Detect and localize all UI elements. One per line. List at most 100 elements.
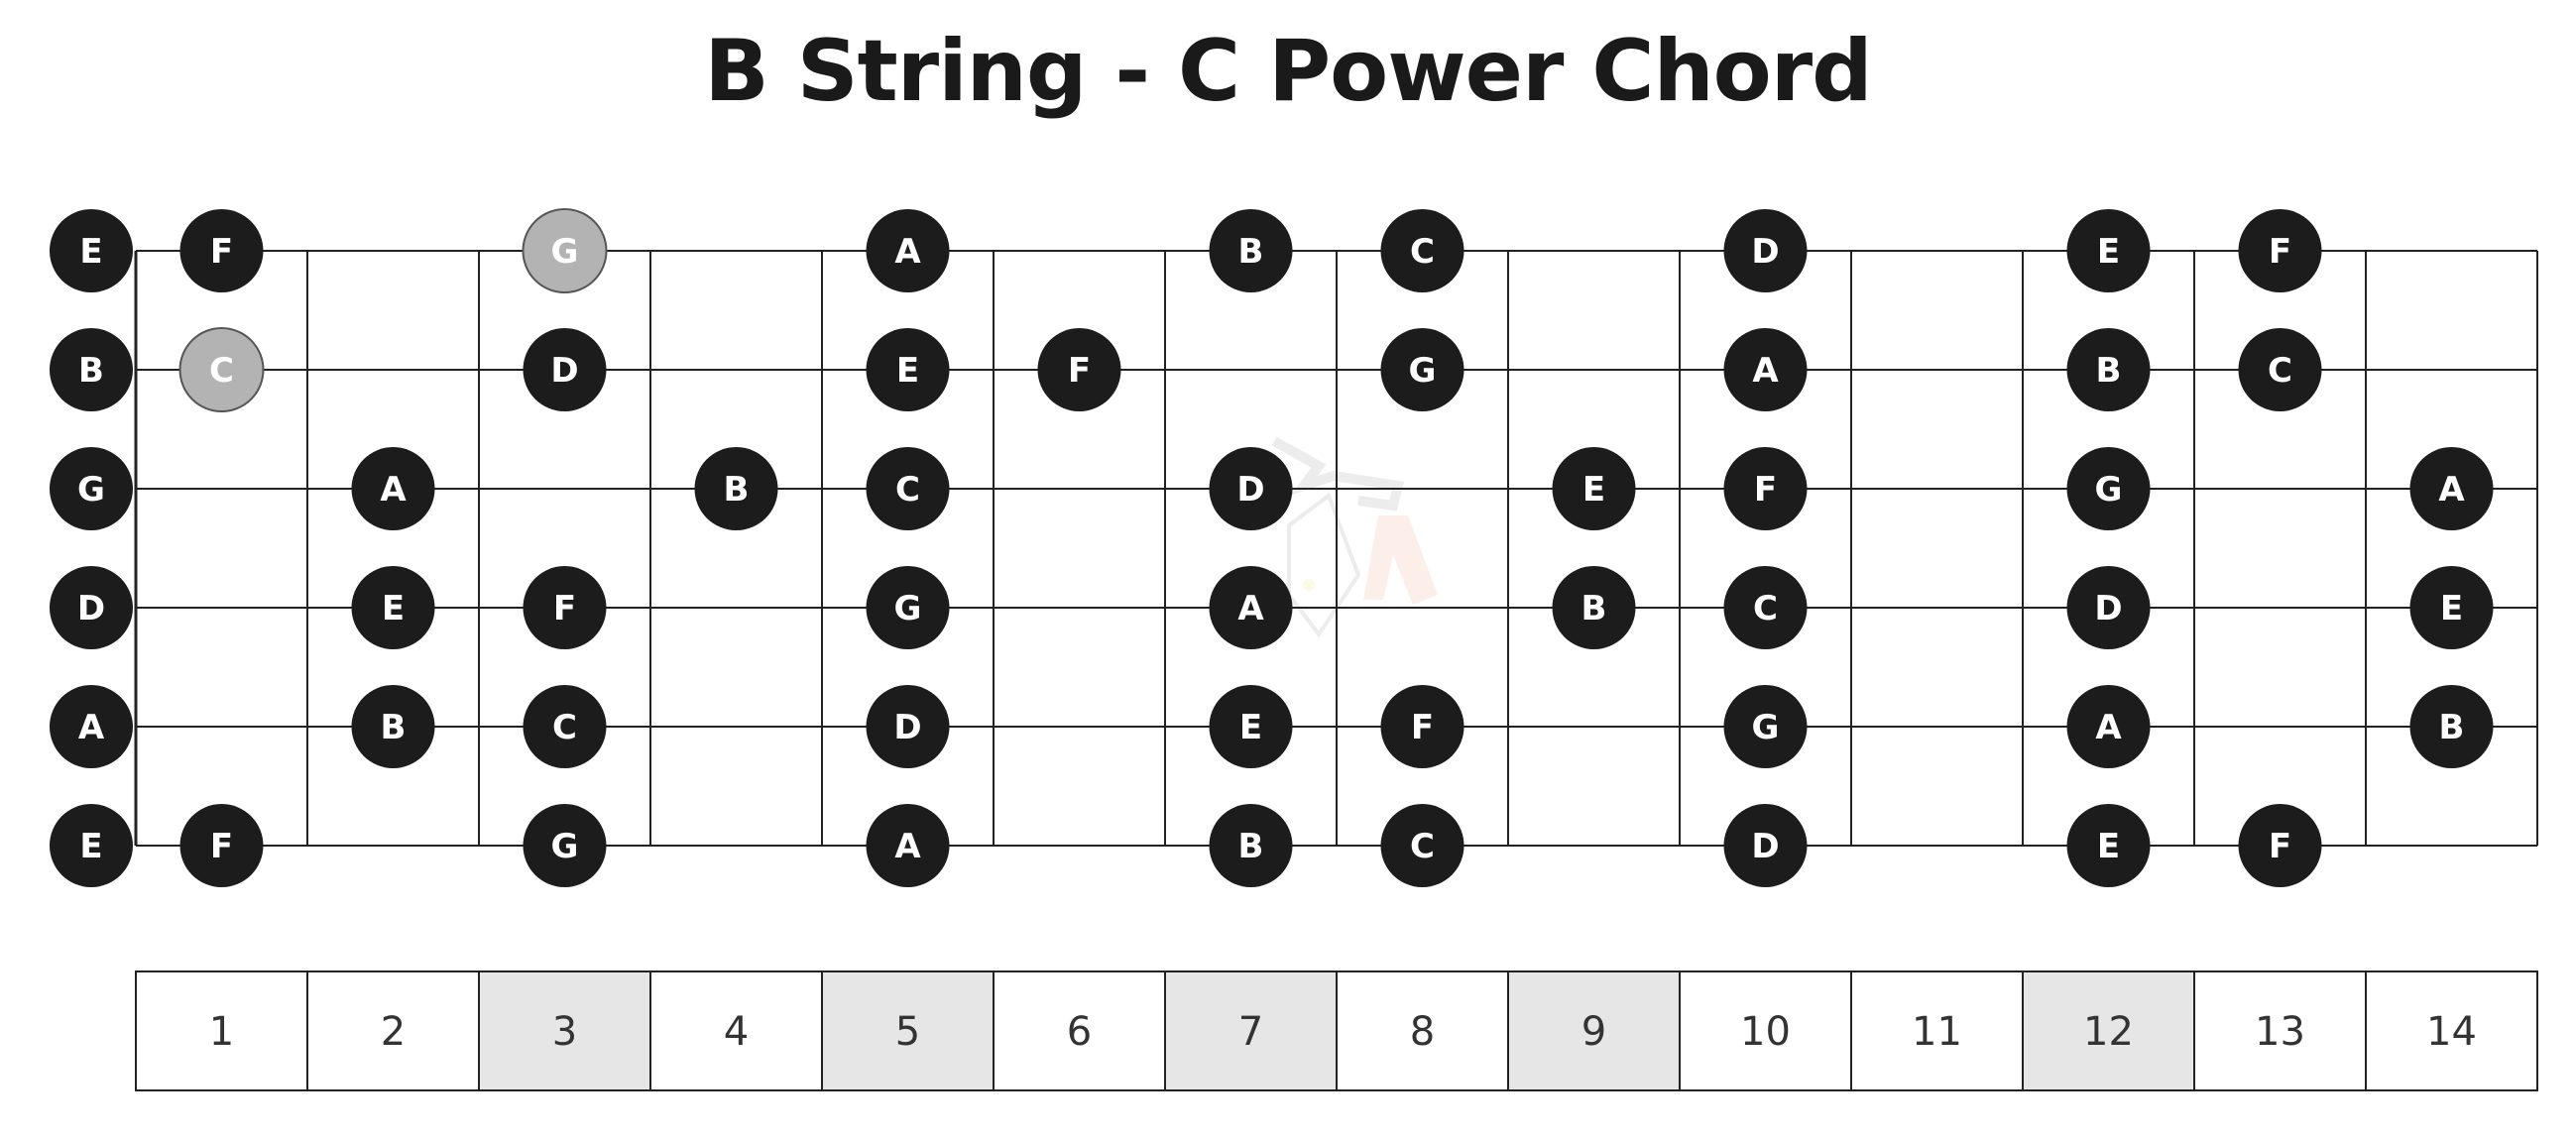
open-string-note: G [50,447,133,530]
fret-note: F [2238,209,2322,292]
note-label: E [1582,470,1605,510]
note-label: D [1236,470,1264,510]
note-label: E [2097,232,2120,272]
fret-note: F [179,209,264,292]
note-circle [50,447,133,530]
fret-note: G [866,566,950,649]
note-circle [50,685,133,768]
note-label: F [210,827,233,866]
note-label: C [209,351,234,391]
note-label: G [1409,351,1437,391]
fret-number-cell [993,970,1166,1091]
fret-number: 12 [2083,1009,2134,1055]
note-label: F [1411,708,1434,747]
fret-note: C [1723,566,1808,649]
fret-lines [134,251,2538,846]
note-label: F [553,589,576,628]
note-circle [1380,685,1464,768]
fret-note: E [351,566,435,649]
note-label: B [2439,708,2465,747]
note-label: B [78,351,104,391]
note-circle [2409,685,2494,768]
note-circle [2066,804,2151,887]
fret-number: 14 [2426,1009,2477,1055]
note-circle [1552,566,1636,649]
fret-note: A [1723,328,1808,411]
note-circle [1723,566,1808,649]
note-label: G [2095,470,2123,510]
fret-note: D [1209,447,1293,530]
note-label: E [896,351,919,391]
note-circle [523,328,607,411]
fret-note: D [1723,804,1808,887]
chord-note-highlight: C [178,327,265,412]
note-circle [50,328,133,411]
fret-note: D [866,685,950,768]
fret-note: F [1723,447,1808,530]
fret-number-cell [306,970,480,1091]
fret-note: A [351,447,435,530]
note-circle [50,804,133,887]
fret-note: B [1552,566,1636,649]
fret-number: 10 [1740,1009,1791,1055]
note-circle [694,447,778,530]
fret-note: F [1380,685,1464,768]
note-label: C [2268,351,2292,391]
note-circle [351,566,435,649]
note-circle [2066,566,2151,649]
fret-number: 11 [1912,1009,1962,1055]
note-circle [1209,566,1293,649]
note-circle [351,685,435,768]
fret-note: B [694,447,778,530]
note-circle [522,208,608,293]
note-label: E [79,232,102,272]
fret-number-cell [2193,970,2367,1091]
note-label: D [77,589,105,628]
fret-note: B [2066,328,2151,411]
fret-note: E [2066,209,2151,292]
note-label: D [1751,232,1779,272]
note-circle [1723,328,1808,411]
note-label: D [550,351,578,391]
open-string-note: E [50,804,133,887]
fret-note: D [2066,566,2151,649]
note-circle [2238,328,2322,411]
note-label: F [2269,827,2291,866]
fret-note: A [2066,685,2151,768]
note-label: C [1410,827,1435,866]
note-circle [1552,447,1636,530]
note-circle [523,566,607,649]
note-circle [1723,804,1808,887]
note-circle [1209,209,1293,292]
note-label: F [1068,351,1091,391]
note-label: E [2440,589,2463,628]
fret-number: 9 [1581,1009,1606,1055]
fret-number-cell [135,970,308,1091]
fret-number: 13 [2255,1009,2305,1055]
fret-note: A [2409,447,2494,530]
fret-note: E [1209,685,1293,768]
fret-number: 2 [381,1009,406,1055]
fret-note: F [1037,328,1121,411]
note-label: A [2438,470,2465,510]
fret-note: G [1380,328,1464,411]
fret-note: C [523,685,607,768]
note-circle [1723,685,1808,768]
note-circle [2409,566,2494,649]
note-label: G [551,827,579,866]
fret-number: 4 [724,1009,749,1055]
fret-marker-cell [2022,970,2195,1091]
fret-note: C [1380,209,1464,292]
note-label: E [382,589,405,628]
note-circle [866,804,950,887]
note-circle [866,447,950,530]
note-label: A [78,708,105,747]
chord-note-highlight: G [522,208,608,293]
note-label: A [1237,589,1264,628]
fret-number: 5 [895,1009,920,1055]
note-circle [2238,209,2322,292]
note-label: F [1754,470,1777,510]
fret-number-cell [1679,970,1852,1091]
note-circle [866,566,950,649]
